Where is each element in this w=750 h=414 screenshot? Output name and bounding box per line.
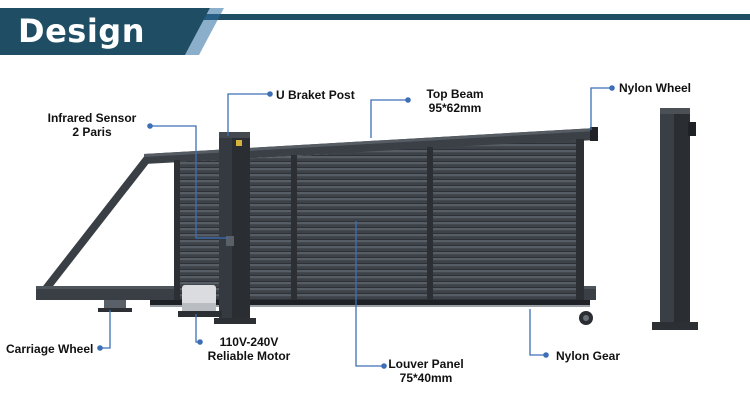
nylon-gear-rack bbox=[150, 300, 590, 307]
page-title: Design bbox=[18, 12, 145, 50]
top-beam-label: Top Beam 95*62mm bbox=[410, 87, 500, 115]
motor-line1: 110V-240V bbox=[219, 335, 279, 349]
louver-panel-line2: 75*40mm bbox=[399, 371, 453, 385]
nylon-gear-label: Nylon Gear bbox=[556, 349, 621, 363]
motor-unit bbox=[178, 285, 222, 317]
infrared-sensor-line1: Infrared Sensor bbox=[47, 111, 137, 125]
callout-dots bbox=[97, 85, 615, 369]
motor-line2: Reliable Motor bbox=[207, 349, 291, 363]
u-braket-post-label: U Braket Post bbox=[276, 88, 355, 102]
motor-label: 110V-240V Reliable Motor bbox=[196, 335, 302, 363]
nylon-wheel-label: Nylon Wheel bbox=[619, 81, 692, 95]
louver-panel-label: Louver Panel 75*40mm bbox=[385, 357, 467, 385]
rear-wheel bbox=[579, 311, 593, 325]
louver-panel-line1: Louver Panel bbox=[388, 357, 464, 371]
top-beam-line1: Top Beam bbox=[426, 87, 484, 101]
top-beam-line2: 95*62mm bbox=[428, 101, 482, 115]
callout-lines bbox=[100, 87, 612, 367]
u-braket-post bbox=[214, 132, 256, 324]
header-band bbox=[0, 8, 750, 55]
infrared-sensor-label: Infrared Sensor 2 Paris bbox=[40, 111, 144, 139]
carriage-wheel-label: Carriage Wheel bbox=[6, 342, 94, 356]
receiving-post bbox=[652, 108, 698, 330]
infrared-sensor-line2: 2 Paris bbox=[72, 125, 112, 139]
carriage-wheel bbox=[98, 300, 132, 312]
